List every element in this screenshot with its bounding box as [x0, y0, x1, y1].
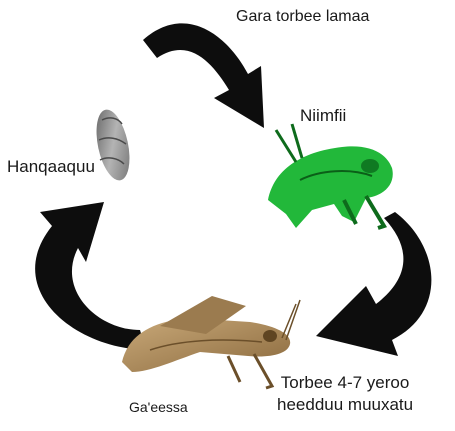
- label-nymph-to-adult: Torbee 4-7 yeroo heedduu muuxatu: [277, 372, 413, 416]
- arrow-nymph-to-adult: [316, 212, 431, 356]
- label-egg-to-nymph: Gara torbee lamaa: [236, 8, 369, 26]
- label-nymph-to-adult-line2: heedduu muuxatu: [277, 394, 413, 416]
- adult-image: [122, 296, 300, 388]
- label-adult-stage: Ga'eessa: [129, 399, 188, 415]
- arrow-egg-to-nymph: [143, 23, 264, 128]
- nymph-image: [268, 124, 393, 228]
- egg-pod-image: [91, 107, 135, 184]
- label-nymph-stage: Niimfii: [300, 106, 346, 126]
- arrow-adult-to-egg: [35, 202, 146, 350]
- label-egg-stage: Hanqaaquu: [7, 157, 95, 177]
- label-nymph-to-adult-line1: Torbee 4-7 yeroo: [277, 372, 413, 394]
